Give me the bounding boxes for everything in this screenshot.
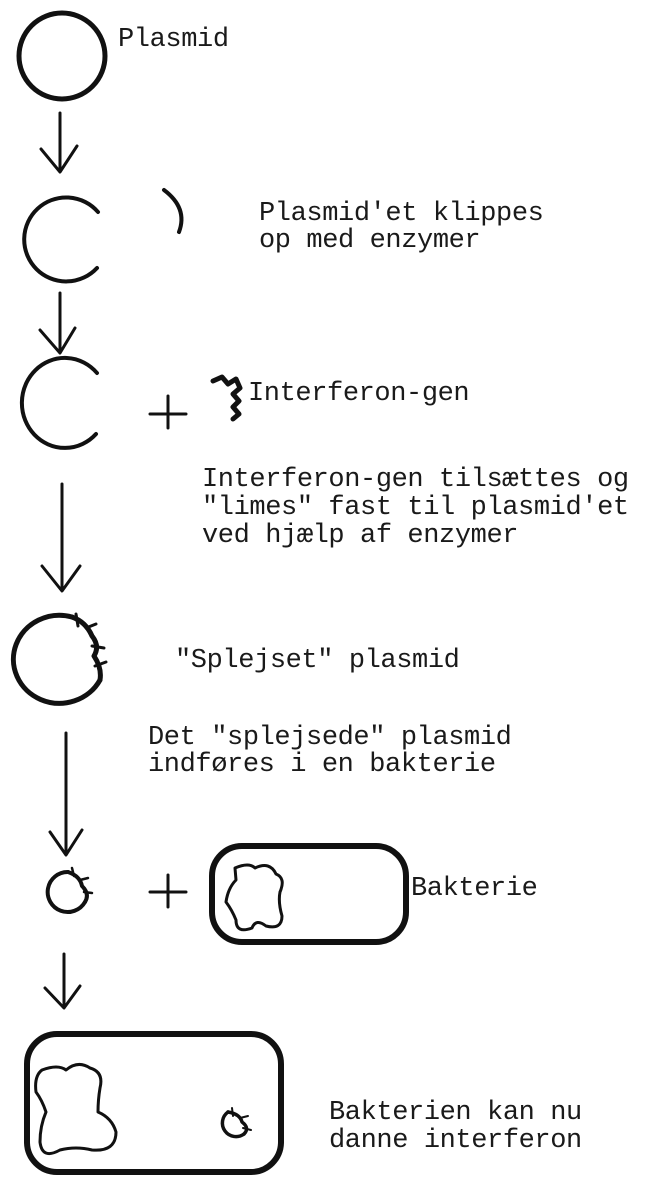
plasmid-label: Plasmid — [118, 25, 229, 55]
plus-sign-2 — [148, 873, 188, 909]
open-plasmid — [19, 355, 99, 450]
small-spliced-plasmid — [45, 866, 94, 914]
arrow-1 — [39, 111, 79, 174]
cut-plasmid — [22, 195, 100, 284]
bacterium-label: Bakterie — [411, 874, 538, 904]
arrow-2 — [38, 291, 77, 355]
plasmid-circle — [16, 10, 108, 102]
arrow-4 — [48, 731, 84, 857]
add-gene-description-line-2: "limes" fast til plasmid'et — [202, 493, 629, 523]
cut-description-line-2: op med enzymer — [259, 226, 481, 256]
arrow-3 — [40, 482, 82, 593]
cut-fragment — [162, 188, 184, 234]
bacterium — [209, 843, 409, 945]
add-gene-description-line-1: Interferon-gen tilsættes og — [202, 465, 629, 495]
spliced-plasmid — [10, 612, 108, 706]
insert-description-line-1: Det "splejsede" plasmid — [148, 723, 512, 753]
transformed-bacterium — [24, 1031, 284, 1175]
arrow-5 — [43, 952, 82, 1010]
interferon-gene-label: Interferon-gen — [248, 379, 470, 409]
result-description-line-1: Bakterien kan nu — [329, 1098, 582, 1128]
spliced-plasmid-label: "Splejset" plasmid — [175, 646, 460, 676]
insert-description-line-2: indføres i en bakterie — [148, 750, 496, 780]
add-gene-description-line-3: ved hjælp af enzymer — [202, 521, 519, 551]
result-description-line-2: danne interferon — [329, 1126, 582, 1156]
cut-description-line-1: Plasmid'et klippes — [259, 199, 544, 229]
interferon-gene-fragment — [210, 374, 243, 422]
plus-sign-1 — [148, 394, 188, 430]
